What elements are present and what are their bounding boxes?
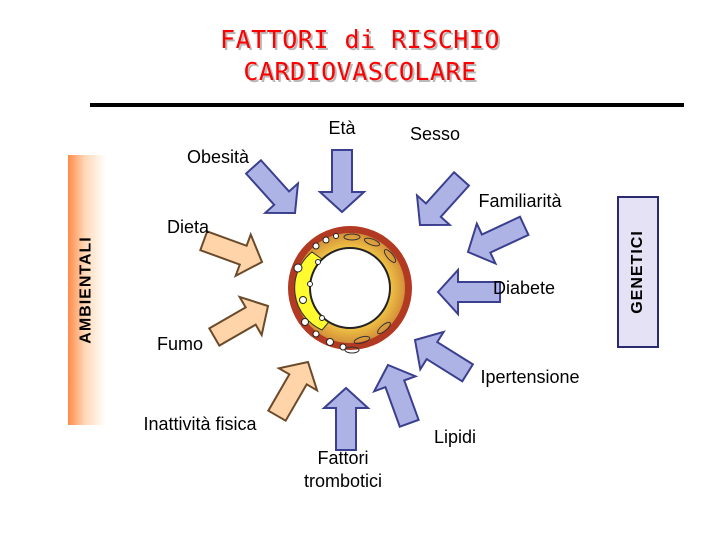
- arrow-ipertensione-icon: [413, 330, 475, 383]
- arrow-dieta-icon: [199, 230, 264, 278]
- label-diabete: Diabete: [493, 278, 555, 298]
- label-fumo: Fumo: [157, 334, 203, 354]
- arrows-group: [199, 149, 530, 451]
- artery-cross-section: [288, 226, 412, 354]
- label-sesso: Sesso: [410, 124, 460, 144]
- label-ipertensione: Ipertensione: [480, 367, 579, 387]
- arrow-familiarita-icon: [466, 215, 530, 266]
- smooth-muscle-cells: [343, 233, 397, 354]
- label-inattivita: Inattività fisica: [143, 414, 257, 434]
- label-dieta: Dieta: [167, 217, 210, 237]
- genetici-bar: GENETICI: [617, 196, 659, 348]
- label-fattori-line1: Fattori: [317, 448, 368, 468]
- vessel-lumen: [309, 247, 391, 329]
- arrow-fumo-icon: [207, 295, 270, 348]
- arrow-lipidi-icon: [372, 363, 420, 428]
- label-familiarita: Familiarità: [478, 191, 562, 211]
- arrow-diabete-icon: [436, 267, 501, 317]
- label-obesita: Obesità: [187, 147, 250, 167]
- title-line-2: CARDIOVASCOLARE: [243, 57, 477, 86]
- ambientali-bar: AMBIENTALI: [68, 155, 106, 425]
- arrow-fattori-icon: [321, 386, 371, 451]
- title-line-1: FATTORI di RISCHIO: [220, 25, 500, 54]
- label-lipidi: Lipidi: [434, 427, 476, 447]
- arrow-eta-icon: [317, 149, 367, 214]
- arrow-sesso-icon: [415, 170, 471, 227]
- foam-cells: [293, 233, 347, 351]
- label-eta: Età: [328, 118, 356, 138]
- label-fattori-line2: trombotici: [304, 471, 382, 491]
- title-divider: [90, 103, 684, 107]
- arrow-inattivita-icon: [266, 360, 319, 423]
- arrow-obesita-icon: [244, 158, 300, 215]
